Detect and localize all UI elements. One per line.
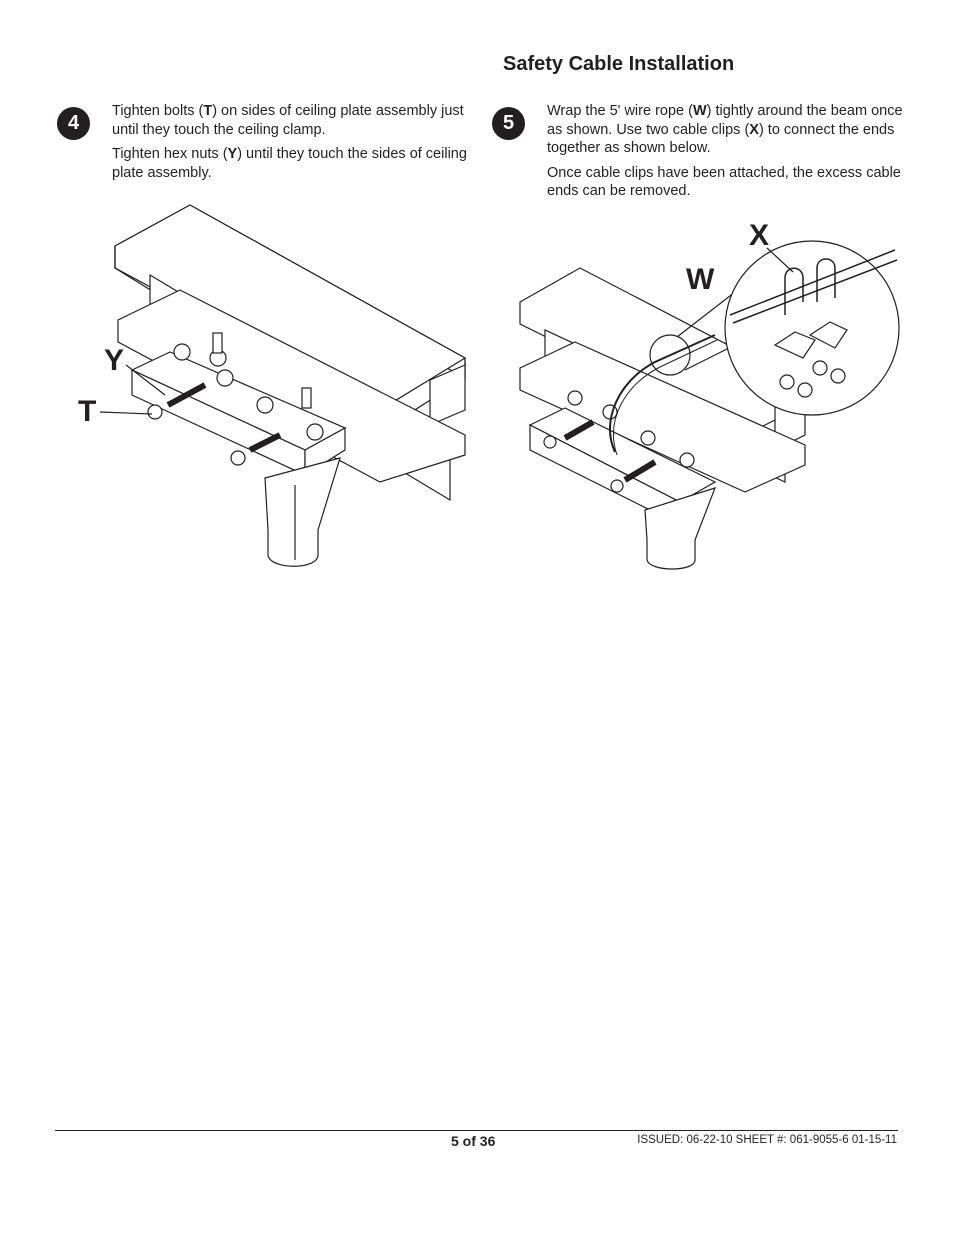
callout-w-wire-rope: W	[686, 263, 715, 296]
step-4-badge: 4	[57, 107, 90, 140]
callout-t-bolts: T	[78, 395, 97, 428]
ceiling-clamp-illustration	[99, 204, 467, 567]
footer-divider	[55, 1130, 898, 1131]
step-4-paragraph-2: Tighten hex nuts (Y) until they touch th…	[112, 146, 467, 181]
step-4-instructions: Tighten bolts (T) on sides of ceiling pl…	[112, 102, 477, 188]
step-4-paragraph-1: Tighten bolts (T) on sides of ceiling pl…	[112, 103, 464, 138]
step-5-paragraph-1: Wrap the 5' wire rope (W) tightly around…	[547, 103, 903, 156]
section-title: Safety Cable Installation	[503, 53, 735, 75]
step-5-paragraph-2: Once cable clips have been attached, the…	[547, 164, 901, 200]
safety-cable-illustration	[519, 240, 900, 570]
page-number: 5 of 36	[451, 1133, 496, 1149]
callout-y-hex-nuts: Y	[104, 344, 125, 377]
step-5-instructions: Wrap the 5' wire rope (W) tightly around…	[547, 102, 907, 207]
issued-sheet-info: ISSUED: 06-22-10 SHEET #: 061-9055-6 01-…	[637, 1134, 897, 1146]
step-5-badge: 5	[492, 107, 525, 140]
callout-x-cable-clips: X	[749, 219, 770, 252]
